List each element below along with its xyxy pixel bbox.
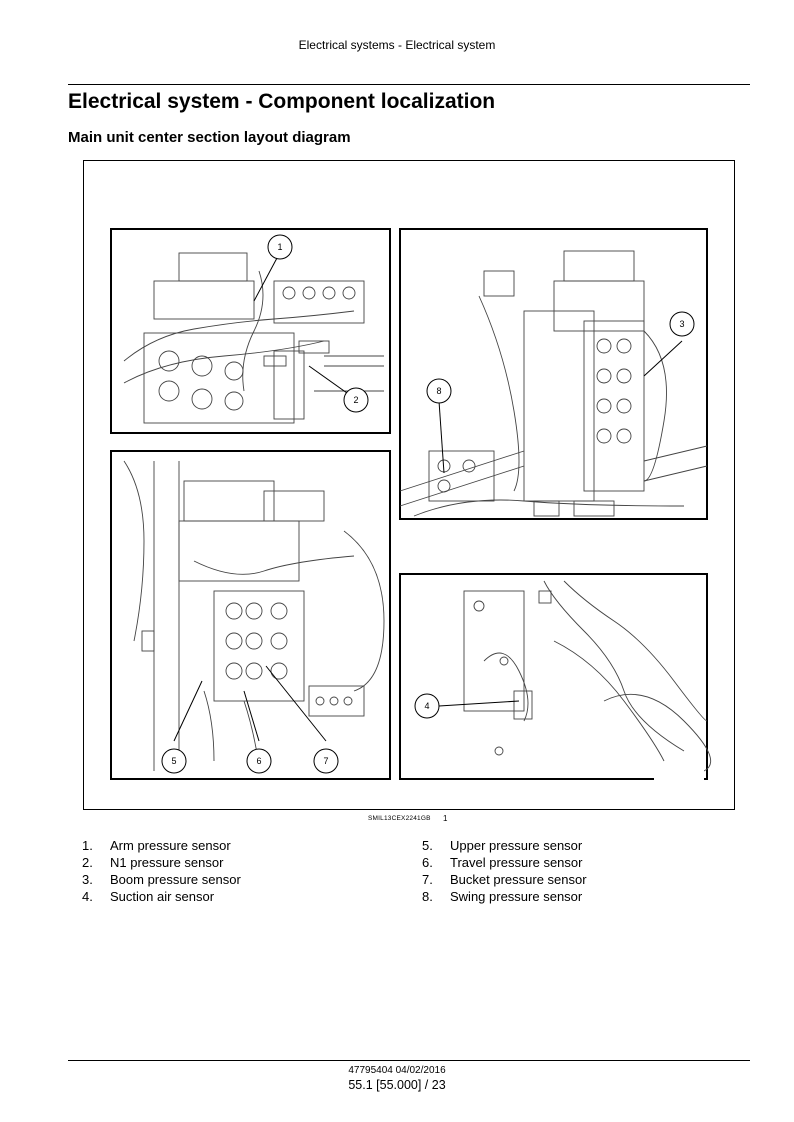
footer-doc-ref: 47795404 04/02/2016 bbox=[348, 1065, 446, 1076]
svg-text:8: 8 bbox=[436, 386, 441, 396]
legend-left: 1.Arm pressure sensor 2.N1 pressure sens… bbox=[82, 837, 241, 905]
svg-text:7: 7 bbox=[323, 756, 328, 766]
legend-item: 6.Travel pressure sensor bbox=[422, 855, 583, 870]
callout-3: 3 bbox=[669, 311, 695, 337]
svg-text:1: 1 bbox=[277, 242, 282, 252]
svg-text:4: 4 bbox=[424, 701, 429, 711]
panel-bottom-right bbox=[399, 573, 712, 794]
figure-frame: 1 2 3 4 5 6 7 bbox=[83, 160, 735, 810]
section-title: Main unit center section layout diagram bbox=[68, 129, 351, 146]
legend-item: 8.Swing pressure sensor bbox=[422, 889, 583, 904]
legend-right: 5.Upper pressure sensor 6.Travel pressur… bbox=[422, 837, 587, 905]
page-title: Electrical system - Component localizati… bbox=[68, 90, 496, 113]
callout-6: 6 bbox=[246, 748, 272, 774]
callout-5: 5 bbox=[161, 748, 187, 774]
callout-7: 7 bbox=[313, 748, 339, 774]
running-header: Electrical systems - Electrical system bbox=[298, 38, 496, 52]
svg-text:5: 5 bbox=[171, 756, 176, 766]
panel-bottom-left bbox=[110, 450, 391, 780]
legend-item: 4.Suction air sensor bbox=[82, 889, 215, 904]
callout-8: 8 bbox=[426, 378, 452, 404]
footer-page-number: 55.1 [55.000] / 23 bbox=[348, 1078, 446, 1092]
legend-item: 1.Arm pressure sensor bbox=[82, 838, 231, 853]
top-rule bbox=[68, 84, 750, 85]
bottom-rule bbox=[68, 1060, 750, 1061]
figure-number: 1 bbox=[443, 814, 448, 823]
svg-text:6: 6 bbox=[256, 756, 261, 766]
callout-1: 1 bbox=[267, 234, 293, 260]
legend-item: 5.Upper pressure sensor bbox=[422, 838, 583, 853]
legend-item: 2.N1 pressure sensor bbox=[82, 855, 224, 870]
legend-item: 7.Bucket pressure sensor bbox=[422, 872, 587, 887]
panel-top-left bbox=[110, 228, 391, 434]
callout-2: 2 bbox=[343, 387, 369, 413]
legend-item: 3.Boom pressure sensor bbox=[82, 872, 241, 887]
figure-code: SMIL13CEX2241GB bbox=[368, 815, 431, 822]
layout-diagram: 1 2 3 4 5 6 7 bbox=[110, 228, 712, 794]
callout-4: 4 bbox=[414, 693, 440, 719]
svg-text:2: 2 bbox=[353, 395, 358, 405]
panel-top-right bbox=[399, 228, 708, 520]
svg-text:3: 3 bbox=[679, 319, 684, 329]
